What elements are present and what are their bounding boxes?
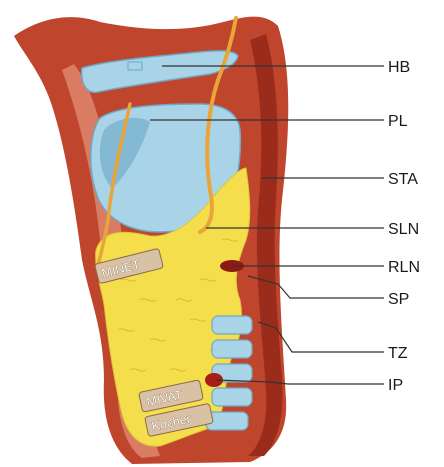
label-sta: STA [388,171,418,188]
label-ip: IP [388,377,403,394]
label-tz: TZ [388,345,408,362]
label-hb: HB [388,59,410,76]
label-rln: RLN [388,259,420,276]
label-sp: SP [388,291,409,308]
hyoid-notch [128,62,142,70]
label-pl: PL [388,113,408,130]
label-sln: SLN [388,221,419,238]
